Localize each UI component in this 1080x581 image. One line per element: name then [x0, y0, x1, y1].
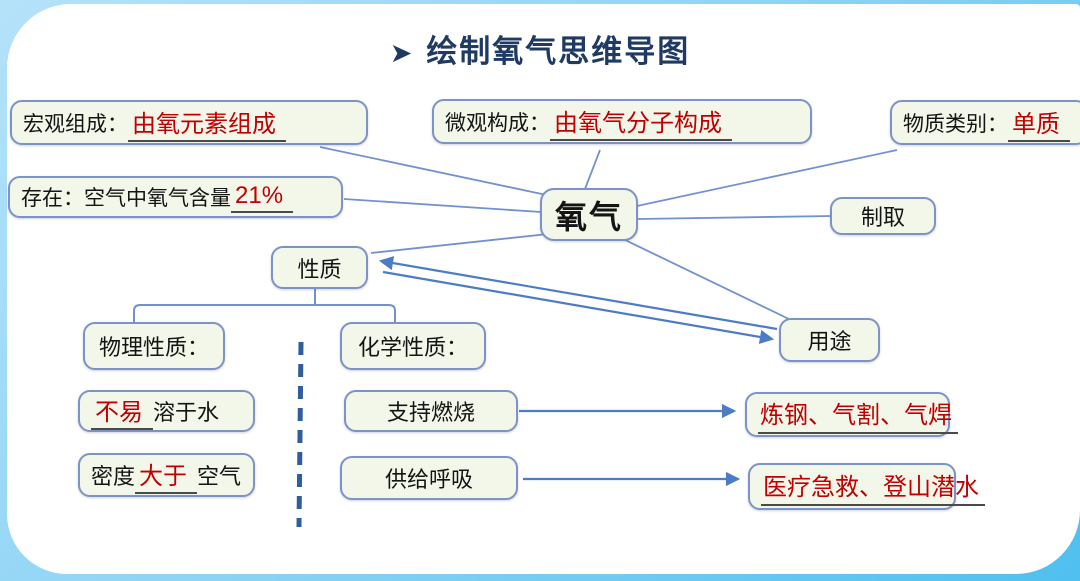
- node-value: 炼钢、气割、气焊: [758, 395, 958, 434]
- node-substance-category: 物质类别：单质: [890, 100, 1080, 145]
- title-arrow-icon: ➤: [389, 38, 413, 68]
- node-label: 物理性质：: [98, 335, 209, 360]
- node-label: 性质: [297, 256, 342, 282]
- node-value: 不易: [91, 392, 153, 430]
- node-usage-combustion: 炼钢、气割、气焊: [745, 392, 958, 437]
- node-label: 宏观组成：: [23, 112, 128, 136]
- node-label: 用途: [807, 329, 852, 354]
- node-label: 空气: [197, 464, 242, 489]
- node-supplies-breathing: 供给呼吸: [340, 456, 518, 500]
- node-label: 物质类别：: [903, 112, 1008, 136]
- node-solubility: 不易溶于水: [78, 390, 255, 432]
- page-title: ➤ 绘制氧气思维导图: [0, 26, 1080, 71]
- node-label: 氧气: [554, 198, 623, 235]
- node-value: 单质: [1008, 104, 1070, 142]
- node-physical-properties: 物理性质：: [83, 322, 225, 370]
- node-chemical-properties: 化学性质：: [340, 322, 486, 370]
- node-properties: 性质: [271, 246, 368, 289]
- node-label: 供给呼吸: [384, 467, 473, 492]
- node-label: 支持燃烧: [386, 400, 475, 425]
- node-micro-composition: 微观构成：由氧气分子构成: [432, 99, 812, 144]
- node-label: 存在：空气中氧气含量: [21, 187, 231, 210]
- node-label: 制取: [860, 205, 905, 230]
- node-value: 21%: [231, 182, 294, 213]
- node-label: 溶于水: [153, 400, 220, 425]
- node-supports-combustion: 支持燃烧: [344, 390, 518, 432]
- node-value: 由氧气分子构成: [550, 103, 732, 141]
- node-usage: 用途: [779, 318, 880, 362]
- section-divider: [296, 341, 304, 528]
- node-macro-composition: 宏观组成：由氧元素组成: [10, 100, 368, 145]
- node-oxygen-center: 氧气: [540, 188, 638, 241]
- node-value: 大于: [135, 456, 198, 494]
- node-label: 化学性质：: [357, 335, 468, 360]
- node-label: 微观构成：: [445, 111, 550, 135]
- title-text: 绘制氧气思维导图: [426, 34, 691, 69]
- node-value: 由氧元素组成: [128, 104, 286, 142]
- node-value: 医疗急救、登山潜水: [761, 467, 985, 506]
- node-preparation: 制取: [830, 197, 936, 235]
- node-usage-breathing: 医疗急救、登山潜水: [748, 463, 985, 510]
- node-density: 密度大于空气: [78, 453, 255, 497]
- node-label: 密度: [91, 464, 136, 489]
